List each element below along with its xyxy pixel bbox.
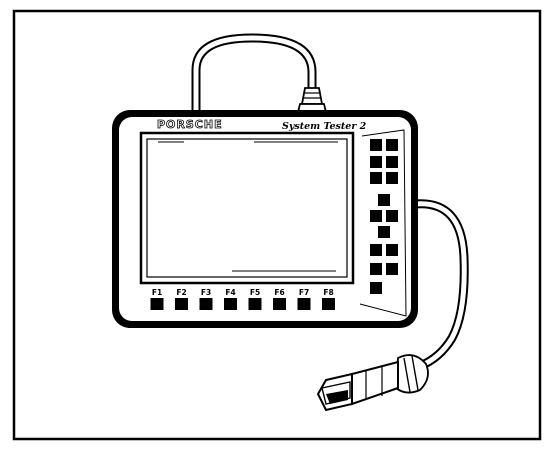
keypad-button[interactable] [378,226,390,238]
keypad-button[interactable] [386,263,398,275]
diagnostic-cable [410,199,469,371]
outer-frame [12,9,542,441]
keypad-button[interactable] [370,282,382,294]
keypad-button[interactable] [370,156,382,168]
function-key-label: F3 [201,288,211,297]
brand-logo: PORSCHE [157,118,223,131]
keypad-button[interactable] [370,210,382,222]
function-key-f3[interactable] [199,298,213,310]
keypad-button[interactable] [370,244,382,256]
function-key-f6[interactable] [273,298,286,310]
model-name: System Tester 2 [282,121,367,132]
keypad-button[interactable] [386,172,398,184]
keypad-button[interactable] [386,244,398,256]
function-key-label: F5 [250,288,260,297]
keypad-button[interactable] [370,172,382,184]
keypad-button[interactable] [386,156,398,168]
function-key-row: F1 F2 F3 F4 F5 F6 F7 F8 [150,288,335,310]
function-key-label: F4 [225,288,235,297]
function-key-f4[interactable] [224,298,237,310]
function-key-label: F6 [274,288,284,297]
keypad-panel-outline [359,129,407,317]
function-key-f8[interactable] [322,298,335,310]
keypad-button[interactable] [386,139,398,151]
keypad-button[interactable] [370,263,382,275]
function-key-label: F1 [152,288,162,297]
function-key-f2[interactable] [175,298,188,310]
function-key-label: F7 [299,288,309,297]
function-key-label: F2 [176,288,186,297]
keypad [370,139,398,294]
screen-bezel [139,131,355,285]
keypad-button[interactable] [386,210,398,222]
function-key-label: F8 [323,288,333,297]
function-key-f1[interactable] [150,298,164,310]
display-screen [146,138,348,278]
keypad-button[interactable] [378,194,390,206]
keypad-button[interactable] [370,139,382,151]
top-cable [191,33,317,121]
function-key-f5[interactable] [248,298,262,310]
obd-connector [316,354,429,412]
function-key-f7[interactable] [297,298,311,310]
